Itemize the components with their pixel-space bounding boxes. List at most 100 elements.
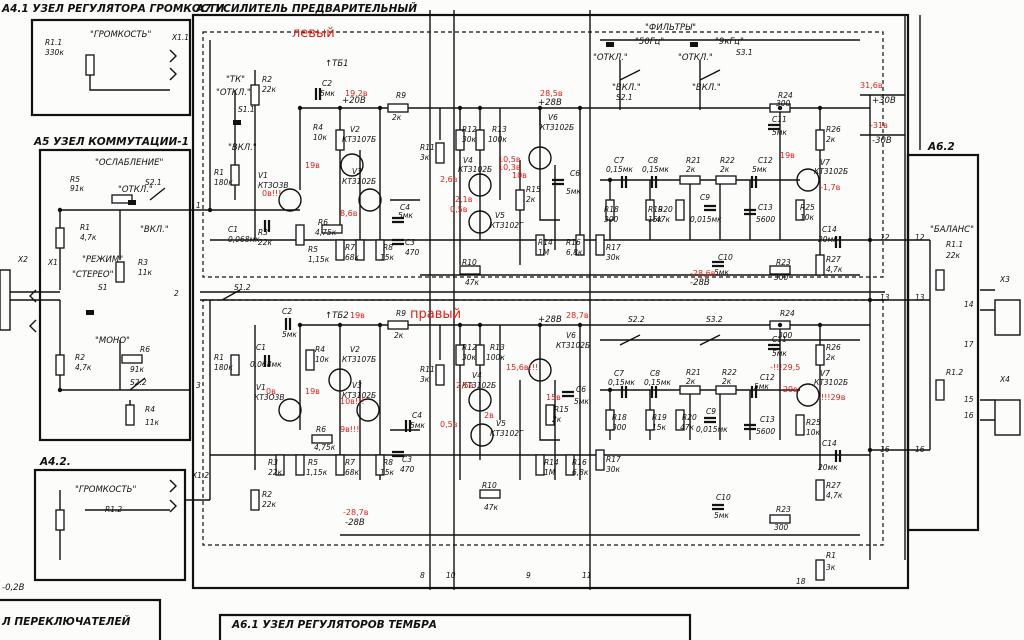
label-c8-left: C8	[648, 156, 658, 165]
voltage-annotation: 28,5в	[540, 89, 563, 98]
junctions	[57, 105, 873, 453]
label-x1: X1	[47, 258, 58, 267]
label-c2-left: C2	[322, 79, 332, 88]
value-r17-left: 30к	[606, 253, 621, 262]
label-x4: X4	[999, 375, 1010, 384]
connector-x11	[169, 49, 177, 81]
label-otkl-f1: "ОТКЛ."	[593, 53, 628, 63]
capacitor-c1-right	[263, 355, 271, 367]
value-r12-right: 30к	[462, 353, 477, 362]
transistor-v3-right	[356, 398, 380, 422]
label-plus30: +30В	[872, 96, 896, 106]
svg-text:17: 17	[964, 340, 974, 349]
label-r22-right: R22	[722, 368, 737, 377]
label-otkl-a5: "ОТКЛ."	[118, 185, 153, 195]
transistors	[278, 146, 820, 447]
label-r25-left: R25	[800, 203, 815, 212]
resistor-r14-left	[535, 234, 545, 256]
value-c6-left: 5мк	[566, 187, 581, 196]
svg-text:12: 12	[915, 233, 925, 242]
label-gromkost-1: "ГРОМКОСТЬ"	[90, 30, 151, 40]
value-r26-right: 2к	[826, 353, 836, 362]
value-r11-balance: 22к	[946, 251, 961, 260]
value-r25-left: 10к	[800, 213, 815, 222]
capacitor-c9-left	[704, 204, 716, 212]
label-r21-right: R21	[686, 368, 701, 377]
label-r7-right: R7	[345, 458, 355, 467]
capacitor-c8-left	[650, 176, 658, 188]
label-r6-left: R6	[318, 218, 328, 227]
label-r17-right: R17	[606, 455, 621, 464]
label-r27-left: R27	[826, 255, 841, 264]
label-r16-left: R16	[566, 238, 581, 247]
svg-text:13: 13	[915, 293, 925, 302]
label-c1-right: C1	[256, 343, 266, 352]
value-c4-left: 5мк	[398, 211, 413, 220]
label-r12-left: R12	[462, 125, 477, 134]
connector-x4	[994, 399, 1021, 436]
value-r20-left: 47к	[656, 215, 671, 224]
component-labels: R1.1 330к R5 91к S2.1 R1 4,7к R3 11к S1 …	[17, 33, 1010, 572]
value-r9-left: 2к	[392, 113, 402, 122]
label-r4-right: R4	[315, 345, 325, 354]
a62-title: А6.2	[927, 141, 955, 153]
label-r3-right: R3	[268, 458, 278, 467]
capacitor-c1-left	[263, 220, 271, 232]
value-c14-right: 20мк	[818, 463, 838, 472]
capacitor-c4-left	[392, 216, 404, 224]
channel-right-label: правый	[410, 307, 461, 322]
label-r3-left: R3	[258, 228, 268, 237]
resistor-r1-left	[230, 164, 240, 186]
resistor-r16-right	[565, 454, 575, 476]
capacitor-c11-right	[768, 343, 780, 351]
svg-text:9: 9	[526, 571, 531, 580]
resistor-r7-right	[335, 454, 345, 476]
label-s21-a5: S2.1	[145, 178, 162, 187]
label-plus20: +20В	[342, 96, 366, 106]
resistor-r6-right	[311, 434, 333, 444]
value-r2-right: 22к	[262, 500, 277, 509]
value-r10-right: 47к	[484, 503, 499, 512]
label-r6-a5: R6	[140, 345, 150, 354]
value-v2-right: КТ3107Б	[342, 355, 376, 364]
label-c4-left: C4	[400, 203, 410, 212]
resistor-r4-a5	[125, 404, 135, 426]
channel-left-label: левый	[292, 26, 335, 41]
value-v2-left: КТ3107Б	[342, 135, 376, 144]
value-r11: 330к	[45, 48, 64, 57]
label-r1-bottom: R1	[826, 551, 836, 560]
resistor-r22-right	[715, 385, 737, 395]
resistor-r2-right	[250, 489, 260, 511]
resistor-r27-left	[815, 254, 825, 276]
label-r6-right: R6	[316, 425, 326, 434]
resistor-r8-left	[375, 239, 385, 261]
value-r3-right: 22к	[268, 468, 283, 477]
switch-s11-button	[233, 120, 241, 125]
value-r27-left: 4,7к	[826, 265, 843, 274]
svg-text:16: 16	[880, 445, 890, 454]
label-c10-right: C10	[716, 493, 731, 502]
a5-title: А5 УЗЕЛ КОММУТАЦИИ-1	[33, 136, 189, 148]
label-v4-left: V4	[463, 156, 473, 165]
label-minus28-right: -28В	[345, 518, 365, 528]
label-c11-left: C11	[772, 115, 787, 124]
value-c10-right: 5мк	[714, 511, 729, 520]
value-c9-right: 0,015мк	[696, 425, 728, 434]
voltage-annotation: 0,5в	[440, 420, 458, 429]
capacitors	[263, 88, 842, 511]
capacitor-c14-right	[834, 450, 842, 462]
svg-text:16: 16	[915, 445, 925, 454]
svg-text:11: 11	[582, 571, 592, 580]
label-r15-right: R15	[554, 405, 569, 414]
a41-title: А4.1 УЗЕЛ РЕГУЛЯТОРА ГРОМКОСТИ	[1, 3, 225, 15]
value-v1-left: КТ3О3В	[258, 181, 289, 190]
capacitor-c7-left	[620, 176, 628, 188]
capacitor-c3-right	[392, 450, 404, 458]
value-c13-left: 5600	[756, 215, 775, 224]
value-r5-a5: 91к	[70, 184, 85, 193]
value-v6-right: КТ3102Б	[556, 341, 590, 350]
transistor-v7-right	[796, 383, 820, 407]
connectors	[0, 49, 1021, 513]
value-r16-right: 6,8к	[572, 468, 589, 477]
voltage-annotation: 10в!!!	[340, 397, 365, 406]
